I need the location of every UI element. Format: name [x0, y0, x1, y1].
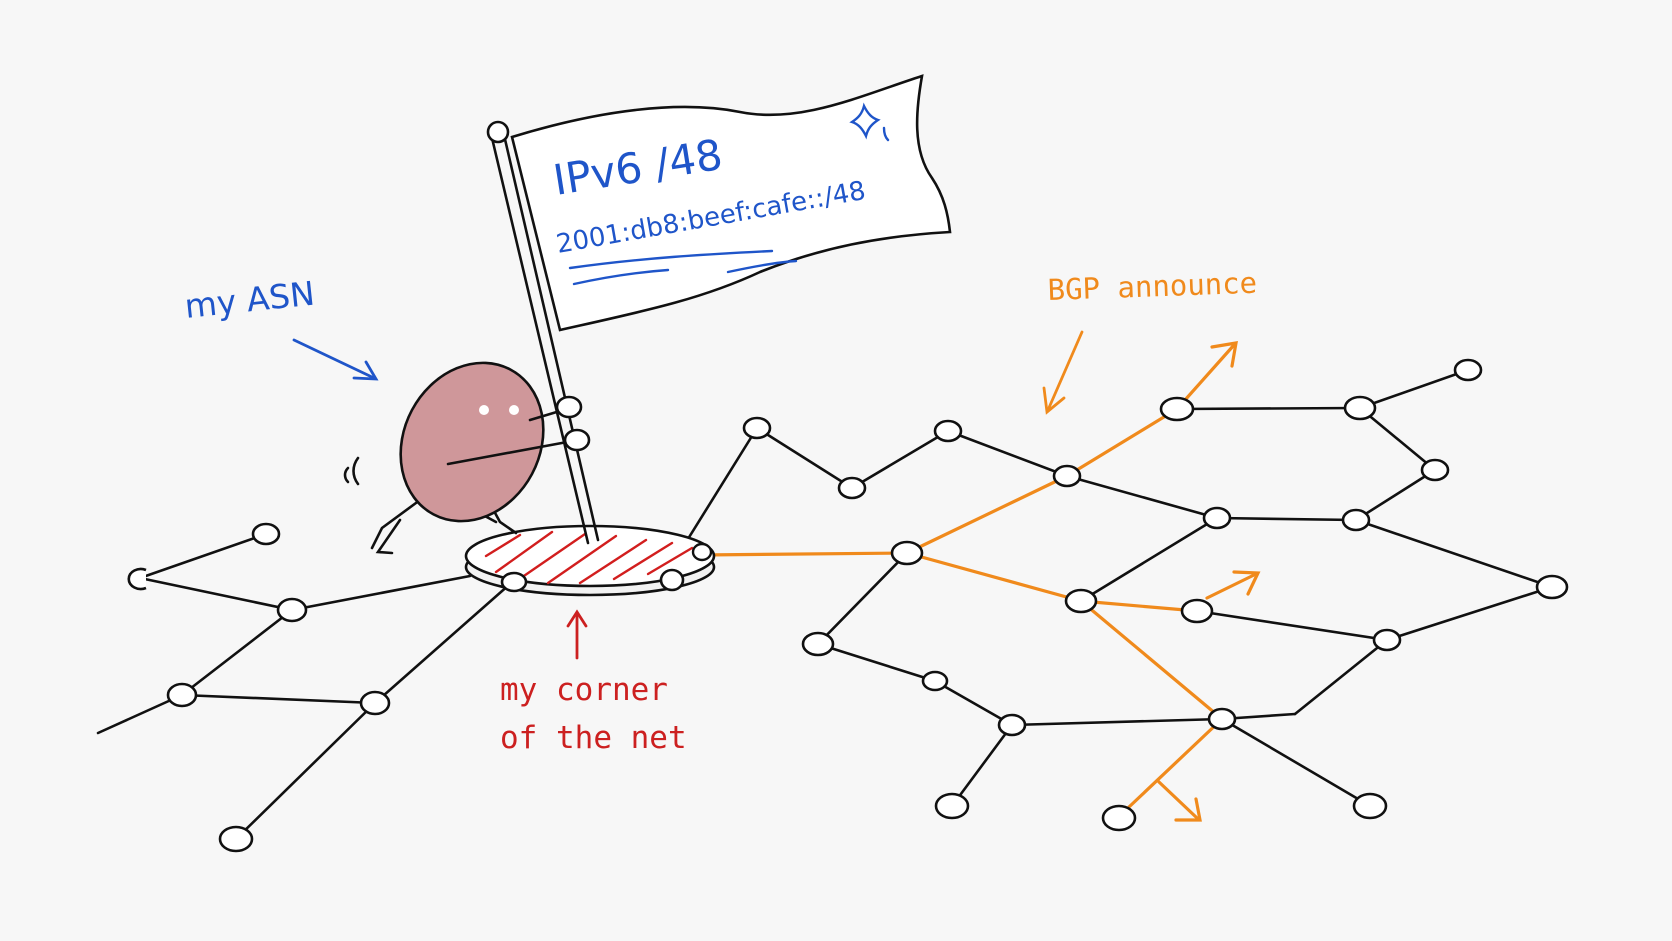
bgp-routes — [698, 341, 1261, 822]
corner-label-line2: of the net — [500, 720, 687, 756]
flag-icon — [486, 74, 952, 545]
bgp-arrow — [1042, 330, 1084, 415]
asn-label: my ASN — [183, 274, 317, 326]
asn-arrow — [292, 338, 379, 381]
bgp-label: BGP announce — [1047, 266, 1258, 307]
creature-icon — [343, 361, 580, 555]
network-edges — [96, 368, 1554, 841]
corner-label-line1: my corner — [500, 672, 668, 708]
corner-arrow — [566, 609, 588, 660]
edge-node-left — [127, 567, 147, 591]
sparkle-icon — [849, 102, 890, 142]
network-nodes — [166, 358, 1569, 853]
manhole-icon — [464, 524, 716, 597]
